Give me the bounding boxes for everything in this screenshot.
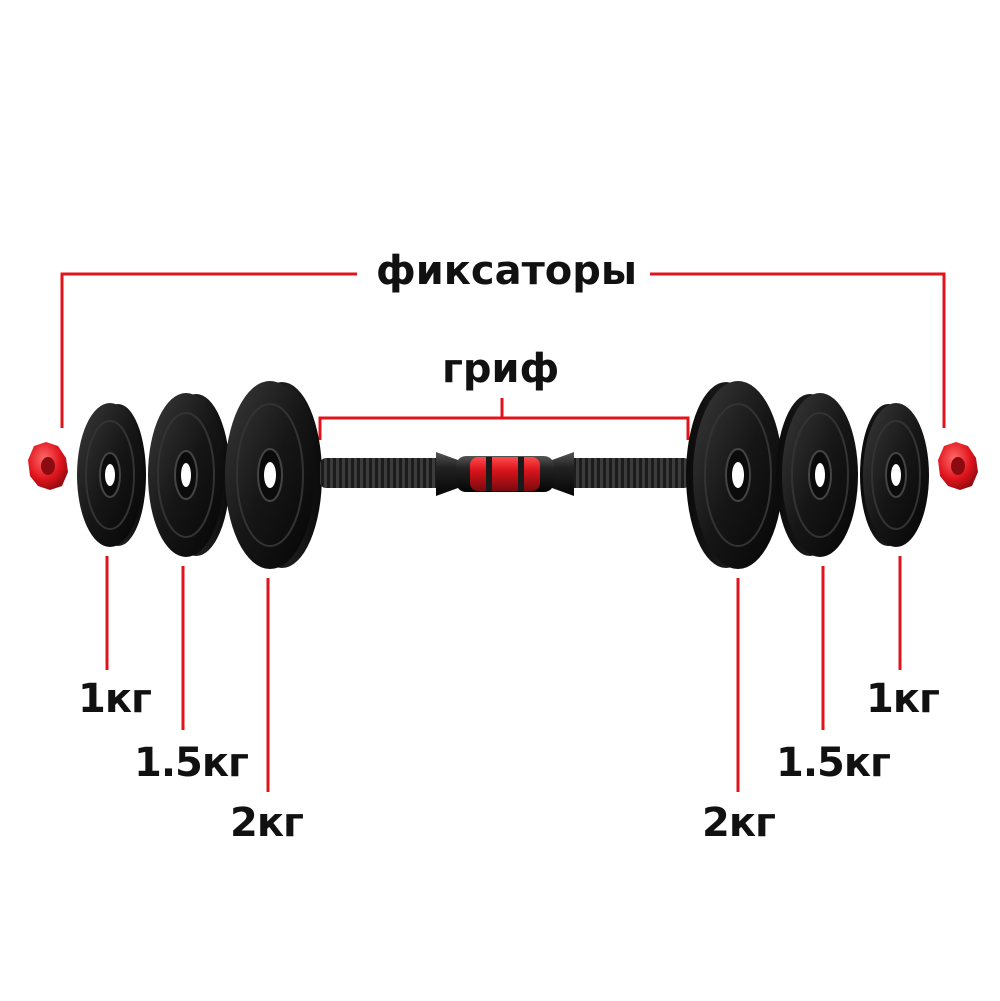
left-plate-2kg-label: 2кг: [230, 800, 304, 846]
right-plate-1-5kg-label: 1.5кг: [776, 740, 891, 786]
plate-leader-lines: [105, 556, 902, 792]
clamps-bracket: [60, 272, 946, 428]
right-plate-2kg-label: 2кг: [702, 800, 776, 846]
weight-plate-icon: [148, 393, 230, 557]
weight-plate-icon: [225, 381, 322, 569]
weight-plate-icon: [686, 381, 783, 569]
bar-label: гриф: [442, 346, 560, 392]
clamps-label: фиксаторы: [376, 248, 638, 294]
right-plate-1kg-label: 1кг: [866, 676, 940, 722]
left-plate-1kg-label: 1кг: [78, 676, 152, 722]
threaded-handle-icon: [320, 452, 690, 496]
weight-plate-icon: [77, 403, 146, 547]
bar-bracket: [318, 398, 690, 440]
weight-plate-icon: [776, 393, 858, 557]
star-nut-icon: [28, 442, 68, 490]
left-plate-1-5kg-label: 1.5кг: [134, 740, 249, 786]
star-nut-icon: [938, 442, 978, 490]
weight-plate-icon: [860, 403, 929, 547]
